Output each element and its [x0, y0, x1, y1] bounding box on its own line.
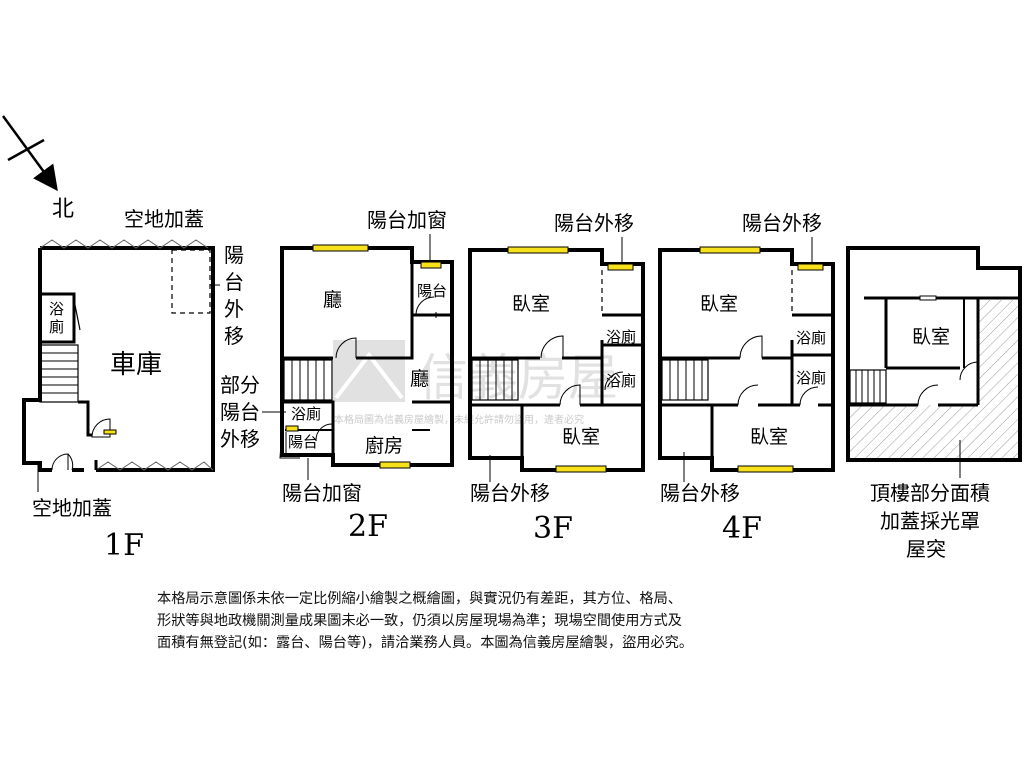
- f2-partial-line-3: 外移: [220, 427, 260, 451]
- watermark: 信義房屋 本格局圖為信義房屋繪製，未經允許請勿盜用，違者必究: [333, 340, 618, 426]
- f1-balcony-char-4: 移: [224, 324, 244, 348]
- disclaimer-line: 形狀等與地政機關測量成果圖未必一致，仍須以房屋現場為準；現場空間使用方式及: [157, 613, 682, 629]
- disclaimer-text: 本格局示意圖係未依一定比例縮小繪製之概繪圖，與實況仍有差距，其方位、格局、 形狀…: [157, 588, 877, 654]
- f4-bedroom-2-label: 臥室: [750, 426, 788, 448]
- f3-bedroom-1-label: 臥室: [512, 293, 550, 315]
- f2-bath-label: 浴廁: [291, 405, 321, 423]
- f2-partial-line-2: 陽台: [220, 400, 260, 424]
- f4-bedroom-1-label: 臥室: [700, 293, 738, 315]
- f1-balcony-char-2: 台: [224, 270, 244, 294]
- floor-2f: [279, 244, 454, 469]
- roof-note-line-1: 頂樓部分面積: [870, 481, 990, 505]
- f3-bottom-note: 陽台外移: [470, 481, 550, 505]
- f3-bath-1-label: 浴廁: [606, 328, 636, 346]
- f2-floor-label: 2F: [348, 509, 388, 544]
- watermark-fine-print: 本格局圖為信義房屋繪製，未經允許請勿盜用，違者必究: [334, 413, 584, 426]
- north-compass-icon: [1, 115, 58, 192]
- f2-top-window-note: 陽台加窗: [367, 208, 447, 232]
- floor-roof: [846, 246, 1022, 462]
- roof-note-line-2: 加蓋採光罩: [880, 509, 980, 533]
- f4-bath-2-label: 浴廁: [796, 369, 826, 387]
- disclaimer-line: 本格局示意圖係未依一定比例縮小繪製之概繪圖，與實況仍有差距，其方位、格局、: [157, 591, 682, 607]
- watermark-logo-icon: [333, 340, 405, 402]
- f2-bottom-window-note: 陽台加窗: [282, 481, 362, 505]
- roof-note: 頂樓部分面積 加蓋採光罩 屋突: [870, 481, 990, 561]
- f1-balcony-char-3: 外: [224, 297, 244, 321]
- f1-garage-label: 車庫: [110, 350, 162, 380]
- f2-partial-line-1: 部分: [220, 373, 260, 397]
- f1-balcony-char-1: 陽: [224, 243, 244, 267]
- f2-kitchen-label: 廚房: [365, 434, 403, 457]
- f2-balcony-label: 陽台: [417, 282, 447, 300]
- disclaimer-line: 面積有無登記(如：露台、陽台等)，請洽業務人員。本圖為信義房屋繪製，盜用必究。: [157, 635, 694, 651]
- f1-bottom-extension-note: 空地加蓋: [32, 496, 112, 520]
- floor-4f: [658, 246, 835, 473]
- f1-balcony-moved-note: 陽 台 外 移: [210, 243, 244, 348]
- floor-3f: [468, 246, 645, 473]
- f3-bath-2-label: 浴廁: [606, 372, 636, 390]
- f2-yard-label: 陽台: [288, 433, 318, 451]
- f1-top-extension-note: 空地加蓋: [124, 207, 204, 231]
- f2-hall-label: 廳: [410, 368, 429, 390]
- f2-partial-balcony-note: 部分 陽台 外移: [220, 373, 286, 451]
- f1-floor-label: 1F: [104, 528, 144, 563]
- north-label: 北: [52, 197, 74, 222]
- f3-floor-label: 3F: [533, 511, 573, 546]
- f4-bath-1-label: 浴廁: [796, 329, 826, 347]
- f4-top-note: 陽台外移: [742, 211, 822, 235]
- f3-bedroom-2-label: 臥室: [562, 426, 600, 448]
- roof-bedroom-label: 臥室: [912, 326, 950, 348]
- floor-1f: [22, 239, 215, 472]
- f1-bath-label-1: 浴: [49, 300, 64, 318]
- f4-floor-label: 4F: [722, 511, 762, 546]
- f4-bottom-note: 陽台外移: [660, 481, 740, 505]
- f1-bath-label-2: 廁: [49, 318, 64, 336]
- f3-top-note: 陽台外移: [554, 211, 634, 235]
- f2-living-label: 廳: [323, 289, 342, 311]
- roof-note-line-3: 屋突: [906, 537, 946, 561]
